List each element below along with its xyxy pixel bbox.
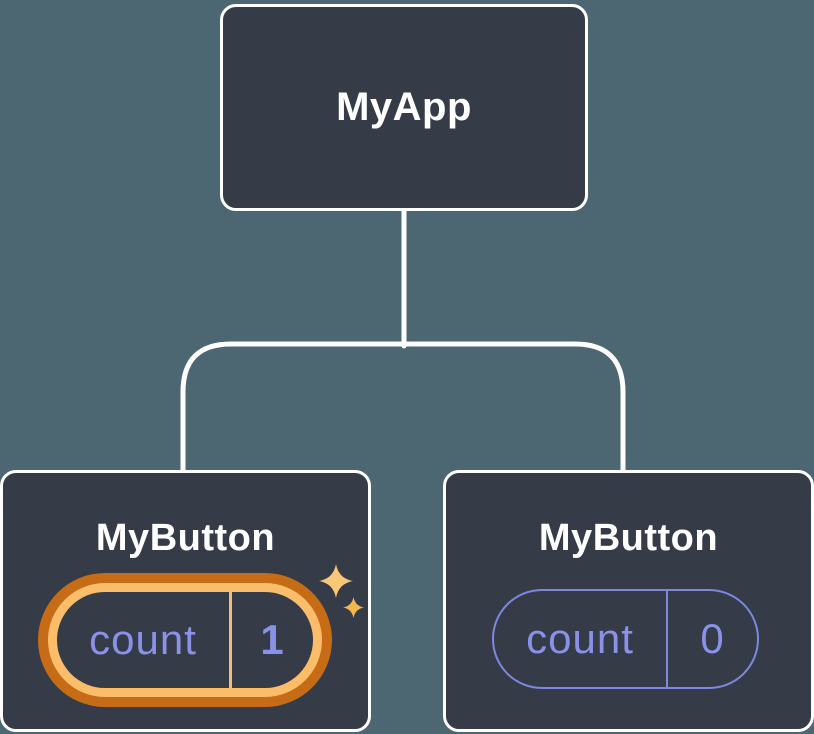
state-divider [229,592,232,688]
node-mybutton-right: MyButton count 0 [443,470,814,732]
sparkle-icon [343,597,364,618]
sparkle-big-shape [319,564,353,598]
node-myapp-label: MyApp [336,85,472,129]
state-pill-body: count 1 [57,592,313,688]
sparkle-small-shape [343,597,364,618]
state-name-label: count [89,616,197,663]
state-value: 0 [700,615,725,662]
connector-branch [180,341,626,473]
state-divider [666,591,668,687]
node-mybutton-right-label: MyButton [538,517,719,559]
node-mybutton-left-label: MyButton [95,517,276,559]
node-myapp: MyApp [220,4,588,211]
state-value: 1 [260,616,285,663]
state-name-label: count [526,615,634,662]
state-pill: count 0 [492,589,759,689]
state-pill-highlighted: count 1 [38,573,332,707]
state-pill-inner-ring: count 1 [48,583,322,697]
sparkle-icon [319,564,353,598]
node-mybutton-left: MyButton count 1 [0,470,371,732]
